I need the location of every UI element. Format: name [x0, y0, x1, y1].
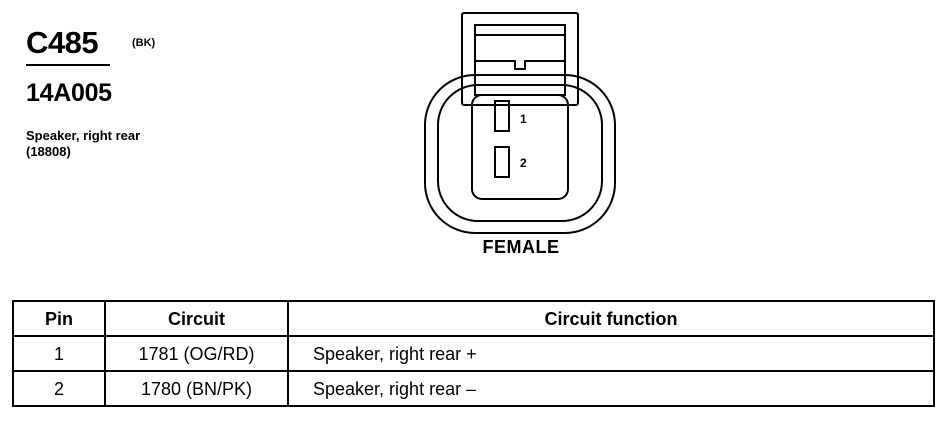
terminal-face: [471, 94, 569, 200]
cell-circuit: 1781 (OG/RD): [104, 335, 289, 372]
connector-gender-label: FEMALE: [482, 237, 560, 257]
cell-circuit: 1780 (BN/PK): [104, 370, 289, 407]
connector-id-underline: [26, 64, 110, 66]
table-header-row: Pin Circuit Circuit function: [12, 300, 935, 337]
table-row: 1 1781 (OG/RD) Speaker, right rear +: [12, 335, 935, 372]
header-circuit: Circuit: [104, 300, 289, 337]
cell-pin: 2: [12, 370, 106, 407]
header-circuit-function: Circuit function: [287, 300, 935, 337]
part-number: 14A005: [26, 79, 112, 107]
connector-description: Speaker, right rear (18808): [26, 128, 140, 160]
connector-id: C485: [26, 25, 99, 60]
connector-diagram: 1 2: [424, 12, 616, 234]
description-line-1: Speaker, right rear: [26, 128, 141, 143]
connector-inner-shell: [437, 84, 603, 222]
pin-label-2: 2: [520, 156, 527, 170]
locking-tab-latch: [475, 60, 565, 70]
description-line-2: (18808): [26, 144, 71, 159]
connector-outer-shell: [424, 74, 616, 234]
table-row: 2 1780 (BN/PK) Speaker, right rear –: [12, 370, 935, 407]
cell-pin: 1: [12, 335, 106, 372]
terminal-cavity-1: [494, 100, 510, 132]
terminal-cavity-2: [494, 146, 510, 178]
cell-function: Speaker, right rear –: [287, 370, 935, 407]
cell-function: Speaker, right rear +: [287, 335, 935, 372]
connector-color-code: (BK): [132, 37, 156, 49]
locking-tab-outer: [461, 12, 579, 106]
header-pin: Pin: [12, 300, 106, 337]
pinout-table: Pin Circuit Circuit function 1 1781 (OG/…: [12, 300, 935, 407]
pin-label-1: 1: [520, 112, 527, 126]
